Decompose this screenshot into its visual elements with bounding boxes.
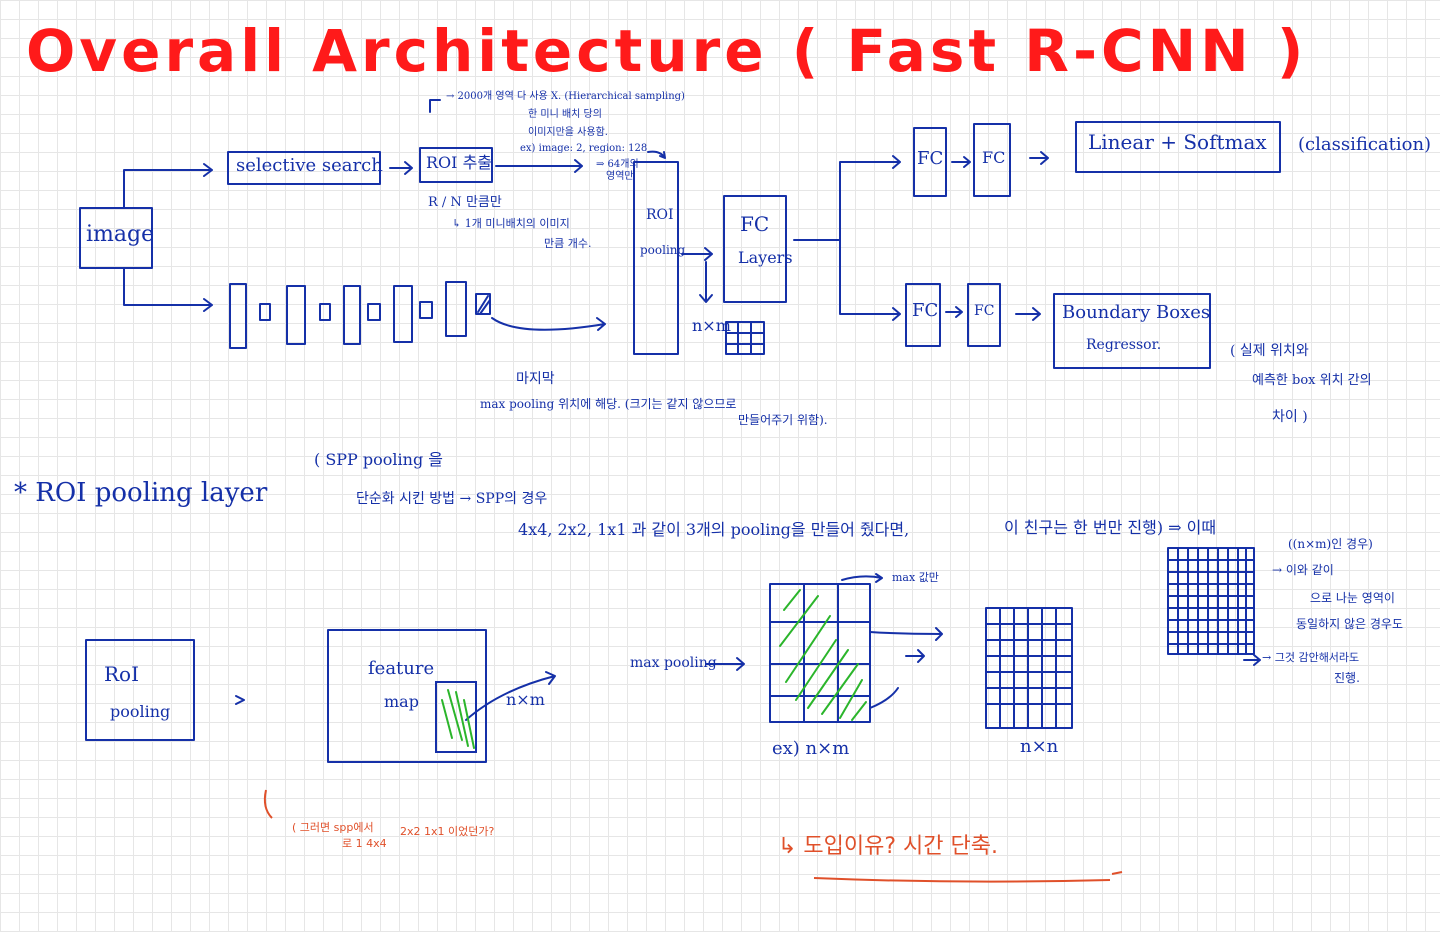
roi-box-label: pooling — [110, 702, 171, 721]
roi-pooling-small-box — [85, 639, 195, 741]
image-label: image — [86, 222, 155, 247]
note-underline — [813, 877, 1111, 883]
selective-search-box — [227, 151, 381, 185]
side-note-line: → 그것 감안해서라도 — [1262, 651, 1360, 664]
arrow-into-pooling — [647, 150, 666, 159]
rn-note-line: ↳ 1개 미니배치의 이미지 — [452, 217, 570, 230]
roi-note-line: ex) image: 2, region: 128 — [520, 143, 648, 154]
dense-grid — [1167, 547, 1255, 655]
fc-box-top-1 — [913, 127, 947, 197]
fc-label-top-2: FC — [982, 148, 1006, 167]
feature-nxm-label: n×m — [506, 690, 545, 709]
roi-note-line: 영역만 — [606, 171, 634, 182]
roi-note-bracket — [429, 99, 441, 113]
bbox-note-line: 예측한 box 위치 간의 — [1252, 373, 1372, 388]
classifier-box — [1075, 121, 1281, 173]
last-note-line: 마지막 — [516, 371, 555, 387]
cnn-layer — [229, 283, 247, 349]
arrow-cnn-to-pooling — [491, 317, 606, 331]
roi-note-line: 한 미니 배치 당의 — [528, 109, 602, 120]
feature-map-label: map — [384, 692, 419, 711]
fc-box-top-2 — [973, 123, 1011, 197]
cnn-filter — [367, 303, 381, 321]
bbox-label: Regressor. — [1086, 337, 1162, 353]
bbox-regressor-box — [1053, 293, 1211, 369]
arrow-pooling-down — [699, 261, 713, 303]
classifier-label: Linear + Softmax — [1088, 130, 1267, 154]
image-box — [79, 207, 153, 269]
spp-note-line: ( SPP pooling 을 — [314, 450, 444, 469]
roi-pooling-label: pooling — [640, 243, 686, 257]
fc-box-bottom-1 — [905, 283, 941, 347]
ex-nxm-label: ex) n×m — [772, 738, 850, 759]
feature-map-box — [327, 629, 487, 763]
fc-layers-label: Layers — [738, 248, 793, 267]
roi-extract-box — [419, 147, 493, 183]
rn-note-line: 만큼 개수. — [544, 237, 592, 250]
classification-label: (classification) — [1298, 134, 1432, 155]
orange-note-line: 2x2 1x1 이었던가? — [400, 825, 495, 838]
cnn-filter-hatched — [475, 293, 491, 315]
orange-note-line: ( 그러면 spp에서 — [292, 821, 374, 834]
spp-note-line: 4x4, 2x2, 1x1 과 같이 3개의 pooling을 만들어 줬다면, — [518, 520, 910, 539]
cnn-layer — [393, 285, 413, 343]
selective-search-label: selective search — [236, 155, 383, 176]
arrow-to-nxn — [905, 649, 925, 663]
orange-note-line: 로 1 4x4 — [342, 837, 387, 850]
cnn-layer — [343, 285, 361, 345]
bbox-label: Boundary Boxes — [1062, 302, 1211, 323]
cnn-layer — [445, 281, 467, 337]
cnn-filter — [319, 303, 331, 321]
side-note-line: ((n×m)인 경우) — [1288, 537, 1373, 551]
side-note-line: 진행. — [1334, 671, 1360, 685]
rn-note-line: R / N 만큼만 — [428, 195, 502, 210]
nxm-grid — [725, 321, 765, 355]
fc-label-top-1: FC — [917, 148, 944, 169]
roi-box-label: RoI — [104, 662, 139, 686]
fc-label-bottom-2: FC — [974, 303, 995, 319]
ex-nxm-grid — [769, 583, 871, 723]
fc-label-bottom-1: FC — [912, 300, 939, 321]
side-note-line: → 이와 같이 — [1272, 563, 1334, 577]
feature-map-label: feature — [368, 658, 435, 679]
fc-layers-box — [723, 195, 787, 303]
nxn-label: n×n — [1020, 736, 1059, 757]
orange-bottom-note: ↳ 도입이유? 시간 단축. — [778, 834, 999, 859]
nxm-label: n×m — [692, 316, 731, 335]
roi-region-hatched — [435, 681, 477, 753]
max-value-label: max 값만 — [892, 571, 939, 584]
side-note-line: 동일하지 않은 경우도 — [1296, 617, 1403, 631]
page-title: Overall Architecture ( Fast R-CNN ) — [26, 17, 1308, 85]
last-note-line: 만들어주기 위함). — [738, 413, 828, 427]
arrow-roi-to-pooling — [495, 159, 583, 173]
arrow-image-to-search — [123, 163, 213, 209]
arrow-to-maxpool-grid — [705, 657, 745, 671]
arrow-feature-to-nxm — [465, 671, 556, 721]
last-note-line: max pooling 위치에 해당. (크기는 같지 않으므로 — [480, 397, 737, 411]
bbox-note-line: 차이 ) — [1272, 409, 1308, 425]
cnn-filter — [259, 303, 271, 321]
roi-pooling-box — [633, 161, 679, 355]
max-pooling-label: max pooling — [630, 655, 717, 671]
side-note-line: 으로 나눈 영역이 — [1310, 591, 1395, 605]
cnn-filter — [419, 301, 433, 319]
fc-layers-label: FC — [740, 212, 770, 236]
roi-section-heading: * ROI pooling layer — [14, 478, 268, 508]
roi-extract-label: ROI 추출 — [426, 153, 493, 172]
bbox-note-line: ( 실제 위치와 — [1230, 343, 1309, 359]
arrow-search-to-roi — [389, 161, 413, 175]
roi-pooling-label: ROI — [646, 207, 674, 223]
spp-note-line: 단순화 시킨 방법 → SPP의 경우 — [356, 491, 548, 507]
spp-note-line: 이 친구는 한 번만 진행) ⇒ 이때 — [1004, 518, 1217, 537]
arrow-pooling-to-fc — [681, 247, 713, 261]
roi-note-line: 이미지만을 사용함. — [528, 127, 608, 138]
fc-box-bottom-2 — [967, 283, 1001, 347]
arrow-image-to-cnn — [123, 267, 213, 312]
cnn-layer — [286, 285, 306, 345]
roi-note-line: ⇒ 64개의 — [596, 159, 639, 170]
branch-lines — [793, 155, 901, 321]
roi-note-line: → 2000개 영역 다 사용 X. (Hierarchical samplin… — [446, 91, 685, 102]
